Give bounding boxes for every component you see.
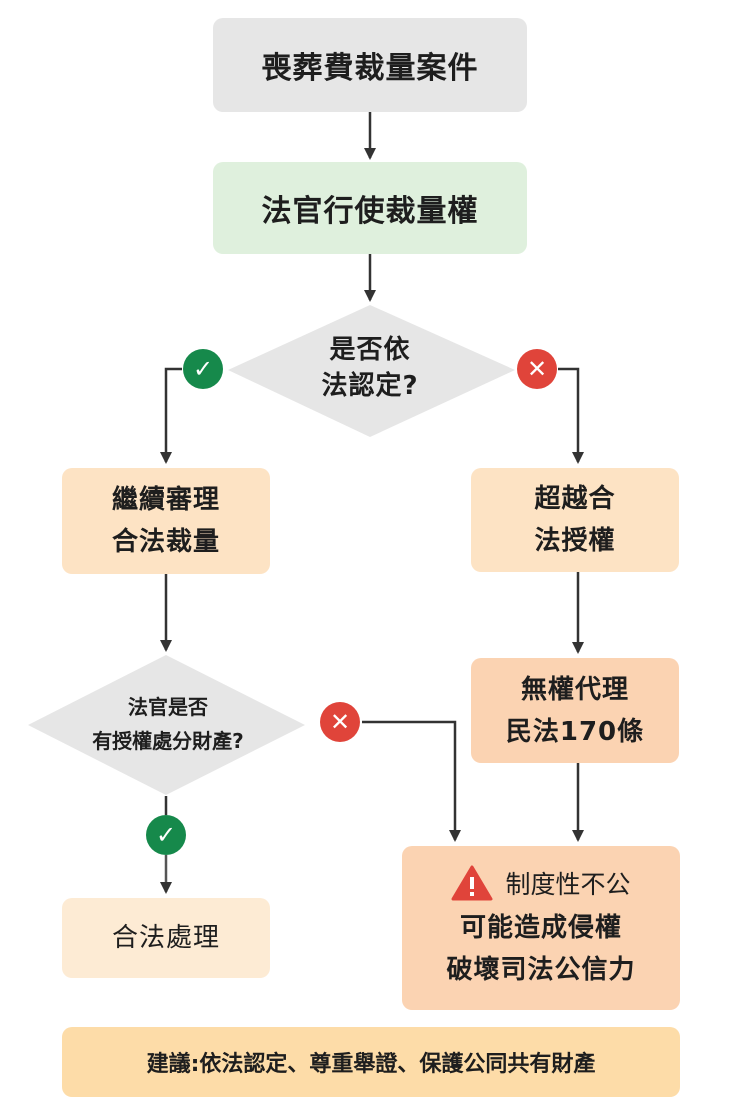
advice-banner: 建議:依法認定、尊重舉證、保護公同共有財產 [62, 1027, 680, 1097]
decision-diamond-authority [28, 655, 305, 795]
cross-icon: ✕ [517, 349, 557, 389]
node-funeral-case: 喪葬費裁量案件 [213, 18, 527, 112]
question-legal-basis: 是否依 法認定? [321, 335, 419, 401]
node-exceed-authority: 超越合 法授權 [471, 468, 679, 572]
question-authority-property: 法官是否 有授權處分財產? [92, 695, 244, 753]
node-judge-discretion: 法官行使裁量權 [213, 162, 527, 254]
node-legal-handling: 合法處理 [62, 898, 270, 978]
node-systemic-unfairness: 制度性不公 可能造成侵權 破壞司法公信力 [402, 846, 680, 1010]
node-continue-trial: 繼續審理 合法裁量 [62, 468, 270, 574]
decision-diamond-legal [228, 305, 515, 437]
arrow-no-to-exceed [558, 367, 584, 464]
arrow-no2-to-unfair [362, 720, 461, 842]
arrow-yes-to-continue [160, 367, 182, 464]
check-icon: ✓ [146, 815, 186, 855]
warning-icon [451, 865, 493, 901]
unfair-title: 制度性不公 [505, 870, 631, 899]
check-icon: ✓ [183, 349, 223, 389]
cross-icon: ✕ [320, 702, 360, 742]
node-unauthorized-agency: 無權代理 民法170條 [471, 658, 679, 763]
